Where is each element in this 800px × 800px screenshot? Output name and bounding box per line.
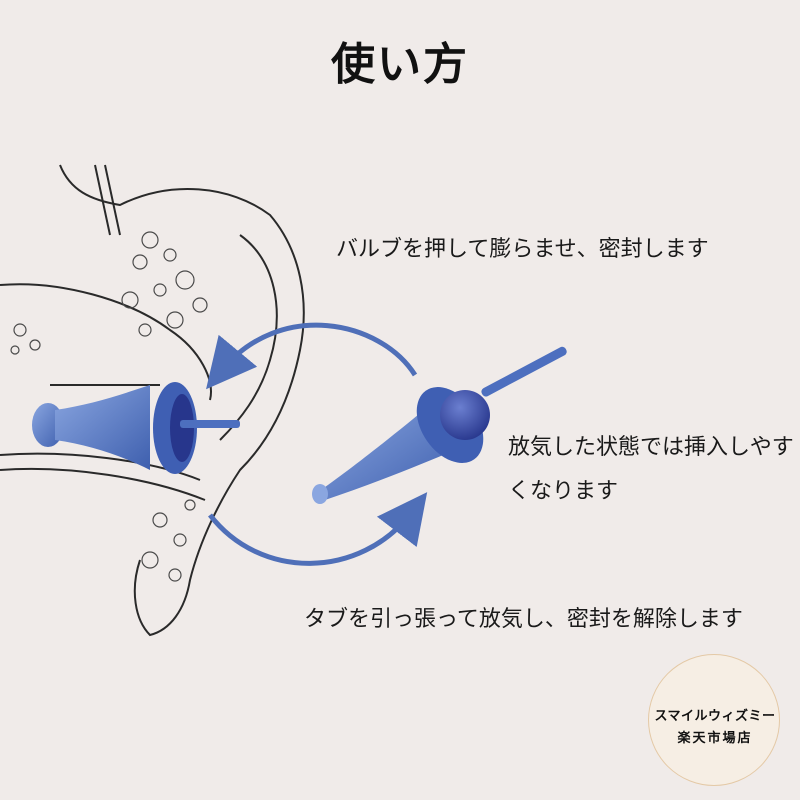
caption-release: タブを引っ張って放気し、密封を解除します — [304, 607, 743, 632]
curved-arrow-top — [206, 322, 418, 390]
ear-illustration — [0, 164, 567, 637]
page-title: 使い方 — [331, 39, 469, 90]
inserted-earplug — [32, 382, 240, 474]
deflated-earplug — [312, 346, 567, 504]
ear-outline — [0, 164, 305, 637]
caption-deflated: 放気した状態では挿入しやすくなります — [508, 435, 794, 504]
shop-badge-name: スマイルウィズミー — [654, 709, 776, 724]
bone-texture — [10, 231, 208, 582]
curved-arrow-bottom — [208, 492, 428, 566]
shop-badge: スマイルウィズミー 楽天市場店 — [648, 654, 780, 786]
shop-badge-store: 楽天市場店 — [677, 731, 753, 746]
caption-inflate: バルブを押して膨らませ、密封します — [336, 237, 709, 262]
